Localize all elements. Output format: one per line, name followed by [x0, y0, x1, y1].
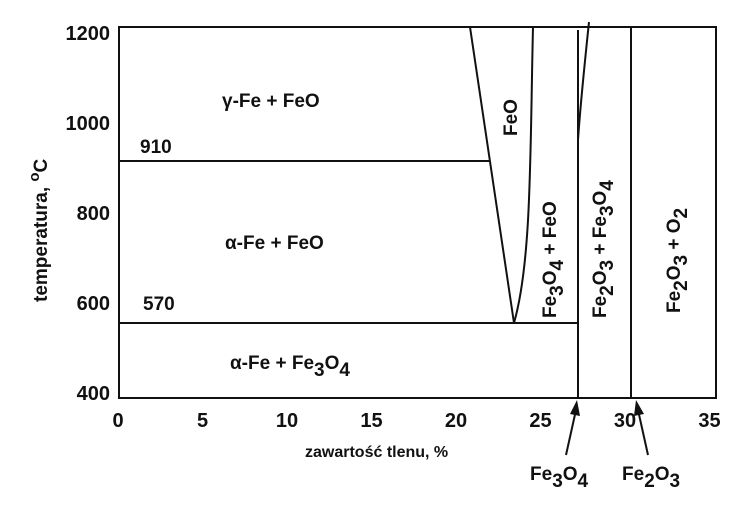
- fe3o4-arrow: [565, 400, 580, 456]
- region-fe2o3-fe3o4: Fe2O3 + Fe3O4: [590, 180, 618, 318]
- y-tick-label: 400: [77, 383, 110, 405]
- x-tick-label: 0: [112, 410, 123, 432]
- region-fe3o4-feo: Fe3O4 + FeO: [540, 201, 568, 318]
- fe2o3-annotation: Fe2O3: [622, 464, 680, 492]
- x-tick-label: 25: [529, 410, 551, 432]
- region-alpha-fe-feo: α-Fe + FeO: [225, 233, 324, 254]
- x-tick-label: 35: [698, 410, 720, 432]
- x-tick-label: 30: [614, 410, 636, 432]
- y-tick-label: 600: [77, 293, 110, 315]
- x-tick-label: 15: [360, 410, 382, 432]
- y-axis-label-text: temperatura,: [31, 182, 52, 302]
- fe2o3-arrow: [634, 400, 649, 456]
- x-axis-label: zawartość tlenu, %: [305, 444, 448, 461]
- isotherm-910-label: 910: [140, 137, 172, 158]
- region-fe2o3-o2: Fe2O3 + O2: [664, 208, 692, 313]
- y-tick-label: 1200: [66, 23, 111, 45]
- y-axis-label: temperatura, oC: [26, 158, 52, 302]
- x-tick-label: 20: [445, 410, 467, 432]
- y-axis-label-degree: o: [26, 172, 43, 181]
- isotherm-570-label: 570: [143, 294, 175, 315]
- region-gamma-fe-feo: γ-Fe + FeO: [222, 91, 320, 112]
- x-tick-label: 10: [276, 410, 298, 432]
- fe3o4-annotation: Fe3O4: [530, 464, 589, 492]
- y-axis-label-unit: C: [31, 158, 52, 172]
- feo-right-boundary: [513, 26, 534, 324]
- y-tick-label: 800: [77, 203, 110, 225]
- y-tick-label: 1000: [66, 113, 111, 135]
- x-tick-label: 5: [197, 410, 208, 432]
- feo-left-boundary: [469, 26, 515, 324]
- region-feo: FeO: [501, 99, 522, 136]
- region-alpha-fe-fe3o4: α-Fe + Fe3O4: [230, 353, 350, 381]
- plot-frame: [118, 26, 717, 399]
- fe3o4-boundary: [577, 21, 590, 398]
